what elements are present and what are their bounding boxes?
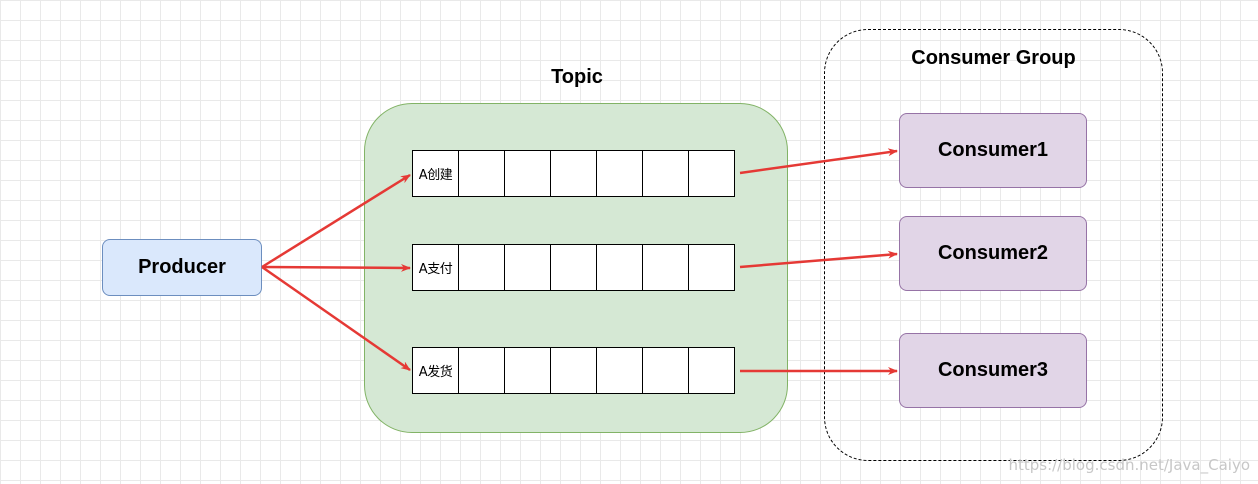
queue-slot bbox=[642, 347, 689, 394]
queue-slot bbox=[688, 244, 735, 291]
watermark-text: https://blog.csdn.net/Java_Caiyo bbox=[1008, 456, 1250, 474]
queue-slot bbox=[688, 347, 735, 394]
queue-pay[interactable]: A支付 bbox=[412, 244, 735, 291]
queue-slot bbox=[596, 244, 643, 291]
queue-slot bbox=[688, 150, 735, 197]
queue-slot bbox=[642, 244, 689, 291]
arrow-producer-to-queue-create bbox=[261, 173, 411, 269]
consumer-group-title: Consumer Group bbox=[911, 47, 1076, 69]
queue-slot bbox=[458, 347, 505, 394]
arrow-queue-pay-to-consumer2 bbox=[739, 250, 898, 269]
queue-label: A发货 bbox=[412, 347, 459, 394]
queue-slot bbox=[550, 347, 597, 394]
arrow-queue-create-to-consumer1 bbox=[739, 148, 898, 175]
queue-slot bbox=[596, 150, 643, 197]
arrow-producer-to-queue-pay bbox=[261, 263, 411, 272]
consumer3-node[interactable]: Consumer3 bbox=[899, 333, 1087, 408]
queue-create[interactable]: A创建 bbox=[412, 150, 735, 197]
consumer2-node[interactable]: Consumer2 bbox=[899, 216, 1087, 291]
queue-slot bbox=[550, 244, 597, 291]
queue-slot bbox=[642, 150, 689, 197]
topic-title: Topic bbox=[551, 66, 603, 88]
queue-slot bbox=[504, 347, 551, 394]
producer-node[interactable]: Producer bbox=[102, 239, 262, 296]
consumer1-node[interactable]: Consumer1 bbox=[899, 113, 1087, 188]
queue-ship[interactable]: A发货 bbox=[412, 347, 735, 394]
queue-slot bbox=[504, 244, 551, 291]
queue-slot bbox=[596, 347, 643, 394]
queue-label: A创建 bbox=[412, 150, 459, 197]
arrow-producer-to-queue-ship bbox=[261, 265, 411, 372]
consumer-group-container bbox=[824, 29, 1163, 461]
queue-slot bbox=[550, 150, 597, 197]
